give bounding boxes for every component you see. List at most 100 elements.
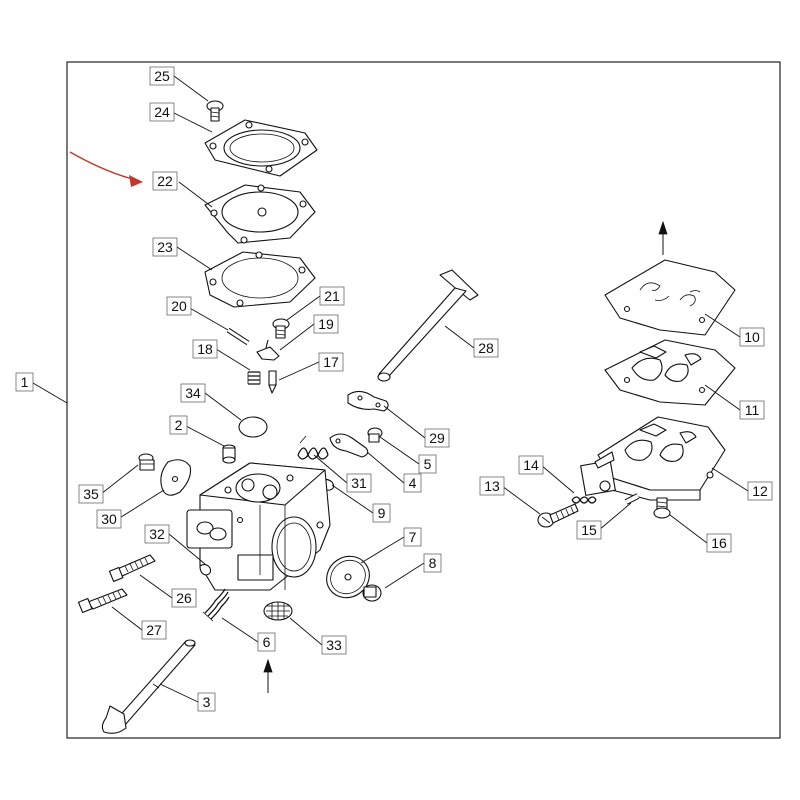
callout-32[interactable]: 32 <box>144 524 170 544</box>
part-35-screw[interactable] <box>138 453 155 471</box>
part-22-diaphragm[interactable] <box>204 184 316 244</box>
callout-30[interactable]: 30 <box>96 509 122 529</box>
callout-20[interactable]: 20 <box>166 296 192 316</box>
highlight-arrow-icon <box>69 151 143 187</box>
part-8-cap[interactable] <box>362 584 382 602</box>
part-12-pump-cover[interactable] <box>580 416 726 501</box>
callout-25[interactable]: 25 <box>149 66 175 86</box>
direction-arrow-up-icon <box>658 220 668 255</box>
part-3-choke-shaft[interactable] <box>101 639 196 734</box>
part-34-plug[interactable] <box>238 416 268 438</box>
svg-text:31: 31 <box>351 475 367 491</box>
svg-text:7: 7 <box>409 529 417 545</box>
svg-text:1: 1 <box>21 374 29 390</box>
part-28-shaft[interactable] <box>377 269 479 382</box>
callout-13[interactable]: 13 <box>479 476 505 496</box>
callout-22[interactable]: 22 <box>152 171 178 191</box>
callout-16[interactable]: 16 <box>706 533 732 553</box>
part-5-screw[interactable] <box>367 427 383 443</box>
svg-text:26: 26 <box>176 590 192 606</box>
callout-6[interactable]: 6 <box>257 632 276 652</box>
part-14-spring[interactable] <box>571 496 597 504</box>
callout-26[interactable]: 26 <box>171 588 197 608</box>
callout-31[interactable]: 31 <box>346 473 372 493</box>
svg-text:21: 21 <box>324 288 340 304</box>
callout-8[interactable]: 8 <box>423 553 442 573</box>
callout-33[interactable]: 33 <box>321 635 347 655</box>
callout-10[interactable]: 10 <box>739 327 765 347</box>
callout-3[interactable]: 3 <box>197 692 216 712</box>
svg-text:29: 29 <box>429 430 445 446</box>
callout-29[interactable]: 29 <box>424 428 450 448</box>
part-15-pin[interactable] <box>624 493 640 505</box>
callout-34[interactable]: 34 <box>180 383 206 403</box>
part-13-screw[interactable] <box>537 503 579 528</box>
svg-text:34: 34 <box>185 385 201 401</box>
part-32-clip[interactable] <box>199 563 212 576</box>
svg-text:28: 28 <box>478 340 494 356</box>
svg-text:15: 15 <box>581 522 597 538</box>
callout-24[interactable]: 24 <box>149 102 175 122</box>
callout-19[interactable]: 19 <box>313 314 339 334</box>
part-21-screw[interactable] <box>272 318 290 339</box>
svg-text:23: 23 <box>157 239 173 255</box>
leader-lines <box>32 75 749 703</box>
callout-12[interactable]: 12 <box>747 481 773 501</box>
callout-15[interactable]: 15 <box>576 520 602 540</box>
part-10-gasket[interactable] <box>604 259 736 336</box>
part-33-screen[interactable] <box>263 601 293 621</box>
svg-text:10: 10 <box>744 329 760 345</box>
callout-5[interactable]: 5 <box>418 454 437 474</box>
part-25-screw[interactable] <box>206 100 224 122</box>
part-17-needle[interactable] <box>268 370 277 394</box>
svg-text:32: 32 <box>149 526 165 542</box>
svg-text:13: 13 <box>484 478 500 494</box>
svg-text:6: 6 <box>263 634 271 650</box>
part-7-disc[interactable] <box>319 548 378 606</box>
svg-text:20: 20 <box>171 298 187 314</box>
callout-17[interactable]: 17 <box>318 352 344 372</box>
part-18-spring[interactable] <box>247 371 261 385</box>
callout-18[interactable]: 18 <box>192 339 218 359</box>
part-24-cover[interactable] <box>204 119 318 177</box>
part-27-adjusting-screw[interactable] <box>77 588 128 613</box>
svg-text:24: 24 <box>154 104 170 120</box>
part-31-spring[interactable] <box>297 435 329 460</box>
callout-7[interactable]: 7 <box>403 527 422 547</box>
part-19-lever[interactable] <box>256 339 280 361</box>
callout-23[interactable]: 23 <box>152 237 178 257</box>
callout-4[interactable]: 4 <box>403 473 422 493</box>
callout-21[interactable]: 21 <box>319 286 345 306</box>
part-29-lever[interactable] <box>347 390 389 412</box>
callout-27[interactable]: 27 <box>141 620 167 640</box>
callout-9[interactable]: 9 <box>372 503 391 523</box>
svg-text:12: 12 <box>752 483 768 499</box>
part-11-diaphragm[interactable] <box>604 339 736 406</box>
svg-text:3: 3 <box>203 694 211 710</box>
svg-text:16: 16 <box>711 535 727 551</box>
part-20-pin[interactable] <box>226 327 250 346</box>
svg-text:5: 5 <box>424 456 432 472</box>
svg-text:14: 14 <box>523 457 539 473</box>
part-23-gasket[interactable] <box>204 251 316 308</box>
part-30-plate[interactable] <box>160 459 192 496</box>
carburetor-body[interactable] <box>186 462 331 591</box>
part-2-plug[interactable] <box>222 444 236 464</box>
svg-text:4: 4 <box>409 475 417 491</box>
svg-text:17: 17 <box>323 354 339 370</box>
svg-text:18: 18 <box>197 341 213 357</box>
svg-text:8: 8 <box>429 555 437 571</box>
part-26-adjusting-screw[interactable] <box>108 554 156 582</box>
callout-35[interactable]: 35 <box>78 484 104 504</box>
part-6-spring[interactable] <box>202 588 230 622</box>
part-4-lever[interactable] <box>329 433 369 458</box>
callout-28[interactable]: 28 <box>473 338 499 358</box>
svg-text:30: 30 <box>101 511 117 527</box>
callout-1[interactable]: 1 <box>15 372 34 392</box>
callout-11[interactable]: 11 <box>739 400 765 420</box>
svg-text:2: 2 <box>175 417 183 433</box>
svg-text:33: 33 <box>326 637 342 653</box>
part-16-screw[interactable] <box>653 497 671 519</box>
callout-14[interactable]: 14 <box>518 455 544 475</box>
callout-2[interactable]: 2 <box>169 415 188 435</box>
